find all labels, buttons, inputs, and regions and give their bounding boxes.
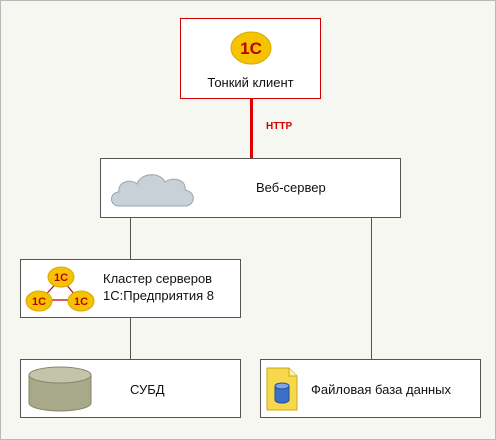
svg-text:1С: 1С: [74, 296, 88, 308]
file-db-box: Файловая база данных: [260, 359, 481, 418]
web-server-box: Веб-сервер: [100, 158, 401, 218]
database-cylinder-icon: [28, 366, 92, 412]
cluster-label-line2: 1С:Предприятия 8: [103, 288, 215, 303]
cluster-to-dbms-connector: [130, 318, 131, 359]
svg-text:1С: 1С: [240, 39, 262, 58]
cluster-box: 1С 1С 1С Кластер серверов 1С:Предприятия…: [20, 259, 241, 318]
file-db-label: Файловая база данных: [311, 382, 452, 397]
svg-text:1С: 1С: [54, 272, 68, 284]
file-database-icon: [266, 367, 298, 411]
logo-1c-icon: 1С: [230, 31, 272, 65]
http-connector: [250, 99, 253, 158]
dbms-label: СУБД: [130, 382, 165, 397]
http-label: HTTP: [266, 121, 293, 132]
thin-client-box: 1С Тонкий клиент: [180, 18, 321, 99]
cluster-label-line1: Кластер серверов: [103, 271, 213, 286]
logo-1c-icon: 1С: [25, 290, 53, 312]
logo-1c-icon: 1С: [47, 266, 75, 288]
logo-1c-icon: 1С: [67, 290, 95, 312]
cloud-icon: [111, 174, 194, 207]
web-server-label: Веб-сервер: [256, 180, 326, 195]
web-to-file-db-connector: [371, 218, 372, 359]
dbms-box: СУБД: [20, 359, 241, 418]
thin-client-label: Тонкий клиент: [207, 75, 294, 90]
svg-text:1С: 1С: [32, 296, 46, 308]
server-cluster-icon: 1С 1С 1С: [25, 266, 95, 312]
web-to-cluster-connector: [130, 218, 131, 259]
